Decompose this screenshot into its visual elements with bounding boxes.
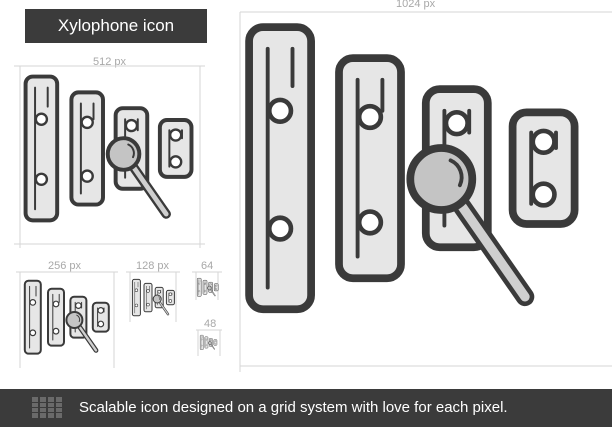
page-title: Xylophone icon bbox=[25, 9, 207, 43]
xylophone-icon-256 bbox=[25, 281, 109, 354]
size-label-256: 256 px bbox=[48, 260, 82, 272]
xylophone-icon-64 bbox=[196, 277, 219, 297]
xylophone-icon-128 bbox=[131, 278, 176, 317]
footer-text: Scalable icon designed on a grid system … bbox=[79, 399, 508, 416]
size-label-128: 128 px bbox=[136, 260, 170, 272]
size-label-512: 512 px bbox=[93, 56, 127, 68]
size-label-48: 48 bbox=[204, 318, 217, 330]
grid-icon bbox=[32, 397, 62, 418]
footer-bar: Scalable icon designed on a grid system … bbox=[0, 389, 612, 427]
xylophone-icon-48 bbox=[199, 334, 218, 351]
xylophone-icon-1024 bbox=[249, 27, 574, 309]
size-label-64: 64 bbox=[201, 260, 214, 272]
xylophone-icon-512 bbox=[26, 77, 192, 221]
size-label-1024: 1024 px bbox=[396, 0, 436, 10]
